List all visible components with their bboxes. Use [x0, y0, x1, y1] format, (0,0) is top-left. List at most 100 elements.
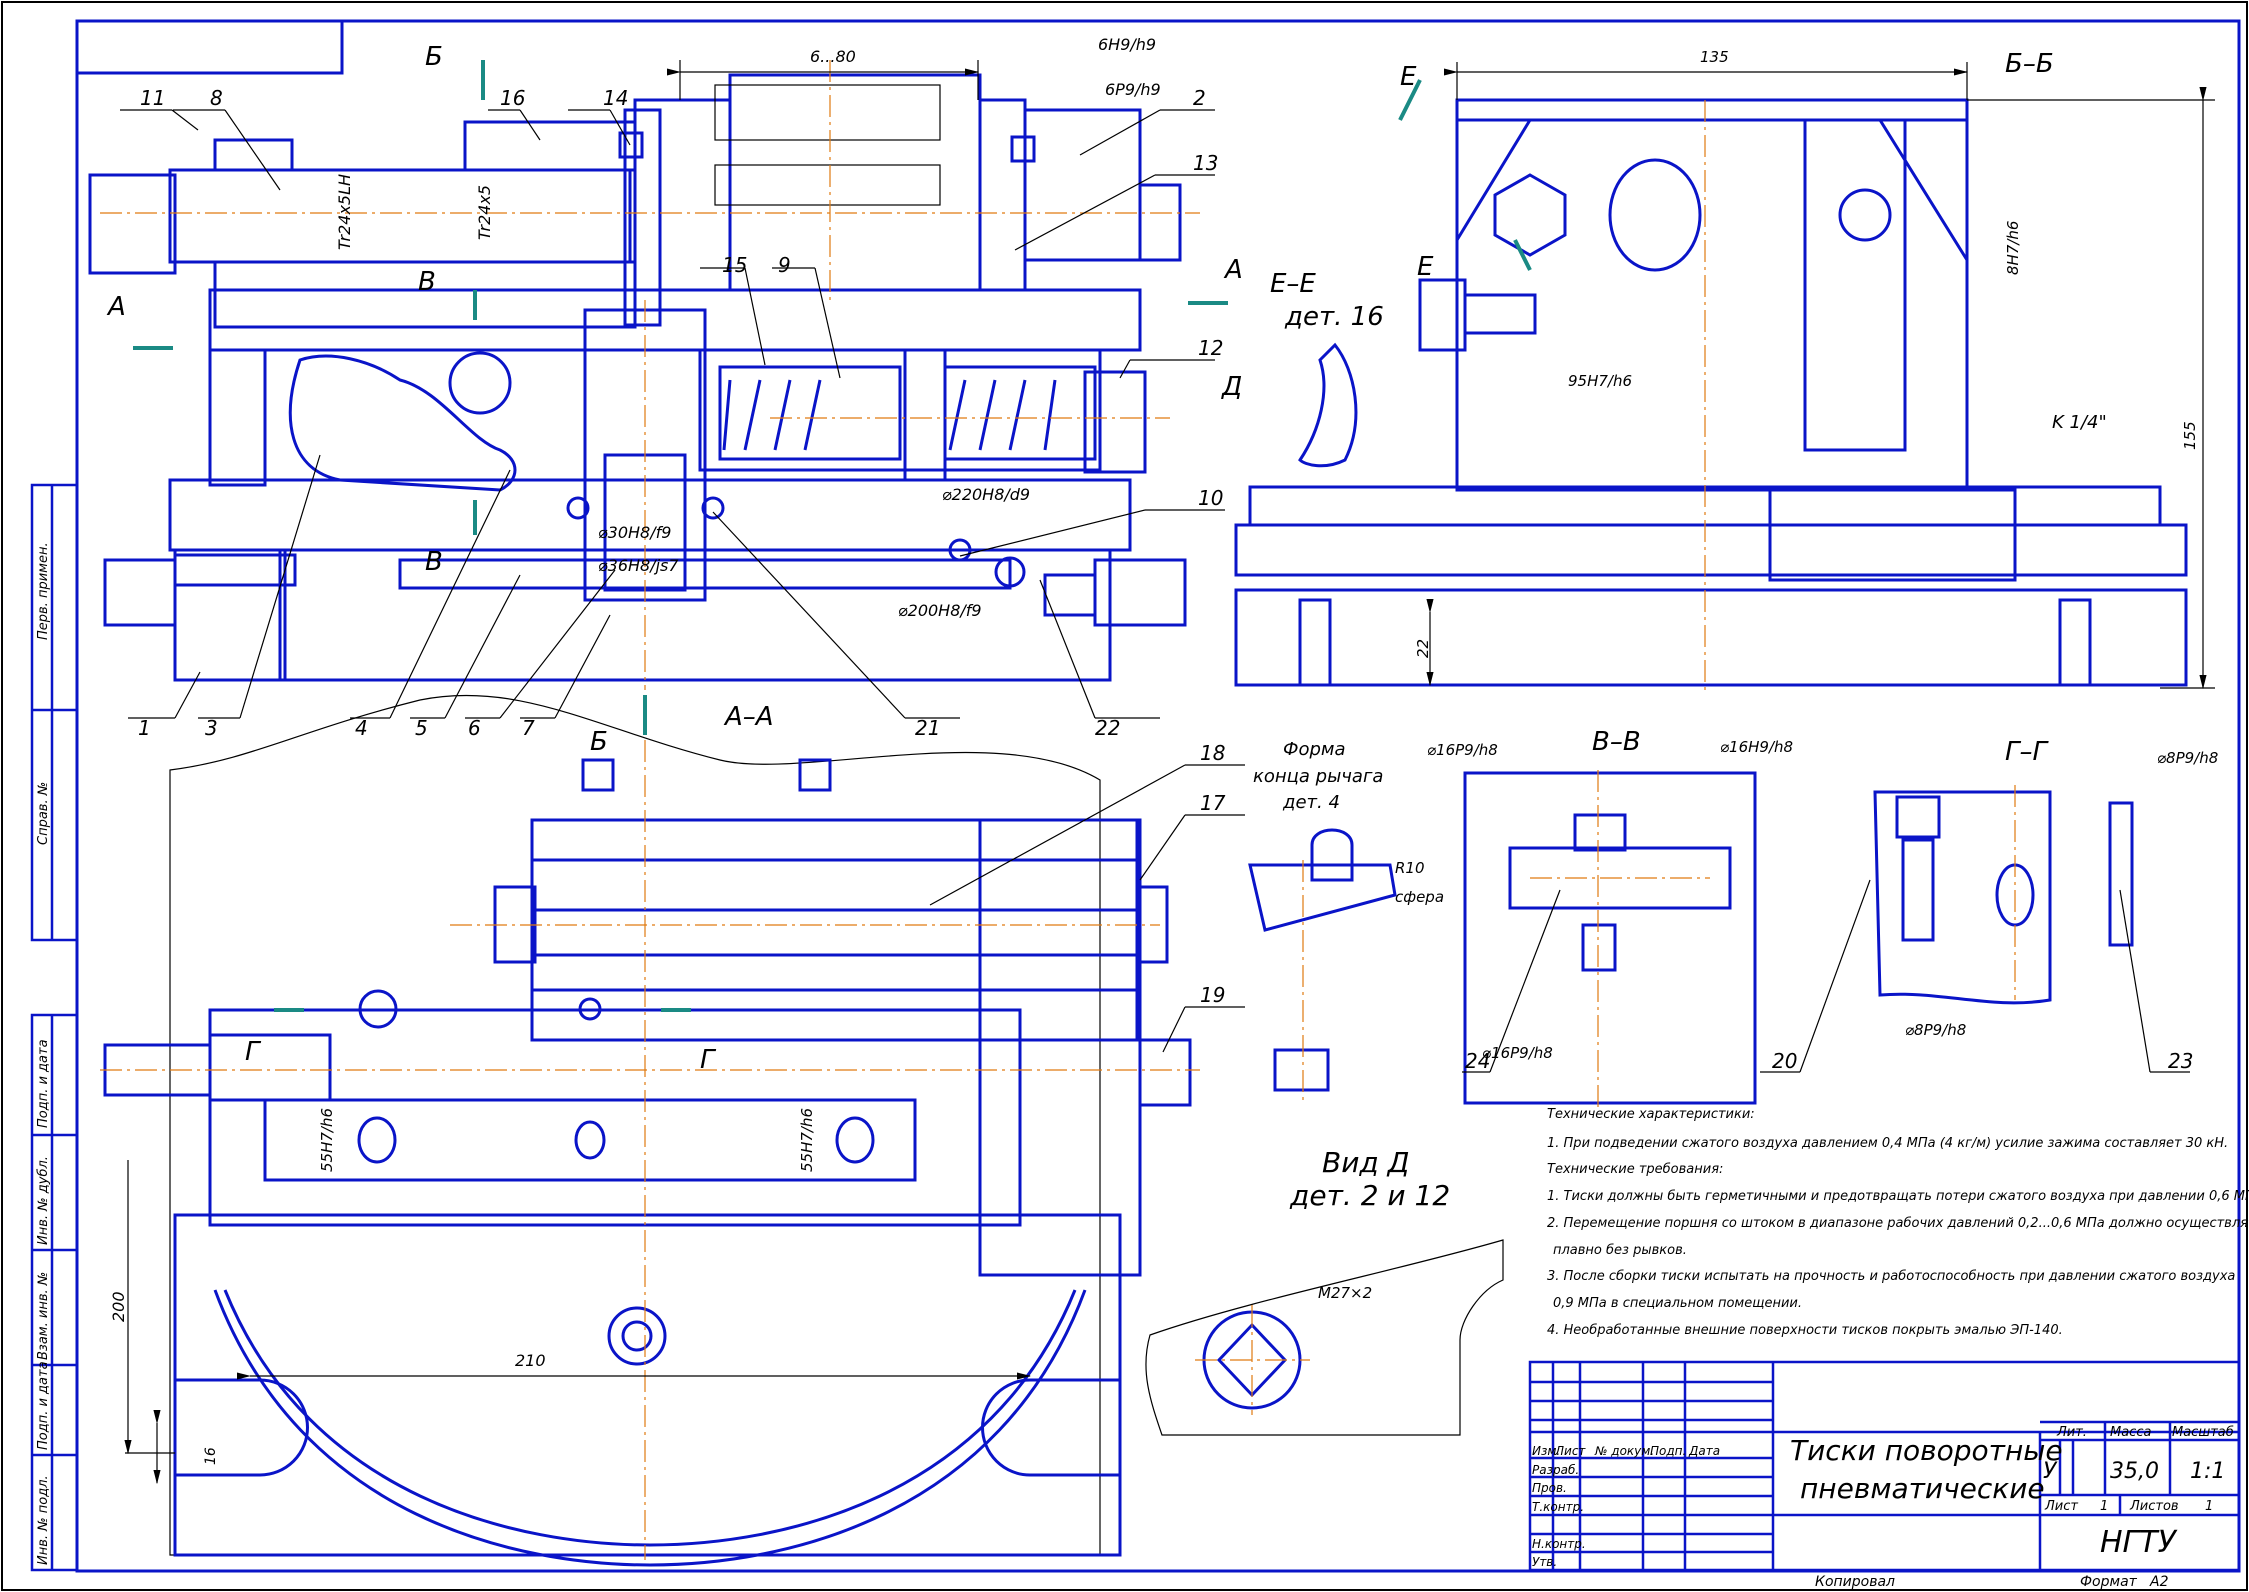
dim-fit-55-a: 55H7/h6: [318, 1108, 336, 1172]
dim-210: 210: [515, 1351, 546, 1370]
part-number-18: 18: [1200, 741, 1225, 765]
dim-fit-key2: 6P9/h9: [1105, 80, 1161, 99]
tb-sheet-label: Лист: [2044, 1499, 2078, 1514]
lever-end-view: [1248, 828, 1397, 1100]
notes-req-heading: Технические требования:: [1547, 1162, 1723, 1177]
tb-lit-label: Лит.: [2056, 1425, 2087, 1440]
dim-fit-d220: ⌀220H8/d9: [942, 485, 1030, 504]
part-leaders: [120, 109, 2190, 1073]
part-number-21: 21: [915, 716, 940, 740]
part-number-11: 11: [140, 86, 165, 110]
dim-thread: Tr24x5: [475, 185, 494, 240]
cut-mark-g-right: Г: [700, 1045, 717, 1075]
tb-sheets-label: Листов: [2129, 1499, 2179, 1514]
dim-thread-m27: M27×2: [1318, 1284, 1372, 1302]
organization-label: НГТУ: [2100, 1525, 2178, 1560]
side-stamp: [30, 483, 79, 1572]
dim-fit-55-b: 55H7/h6: [798, 1108, 816, 1172]
part-number-3: 3: [205, 716, 218, 740]
notes-req-3b: 0,9 МПа в специальном помещении.: [1553, 1296, 1802, 1311]
drawing-title-line2: пневматические: [1800, 1472, 2045, 1505]
view-d-title: Вид Д: [1322, 1146, 1410, 1179]
cut-mark-b-mid: Б: [590, 727, 608, 757]
dim-fit-d30: ⌀30H8/f9: [598, 523, 671, 542]
dim-fit-16p9-a: ⌀16P9/h8: [1427, 741, 1498, 759]
tb-scale-label: Масштаб: [2172, 1425, 2234, 1440]
section-gg-view: [1873, 785, 2134, 1005]
section-aa-title: А–А: [723, 702, 774, 732]
part-number-10: 10: [1198, 486, 1223, 510]
side-stamp-orig-inv: Инв. № подл.: [36, 1475, 51, 1565]
tb-sheet-value: 1: [2100, 1499, 2108, 1514]
section-vv-title: В–В: [1592, 727, 1641, 757]
cut-mark-b-top: Б: [425, 42, 443, 72]
part-number-15: 15: [722, 253, 747, 277]
tb-header-list: Лист: [1554, 1444, 1586, 1458]
dim-thread-lh: Tr24x5LH: [335, 174, 354, 250]
lever-end-title-1: Форма: [1283, 739, 1346, 760]
tb-lit-value: У: [2043, 1459, 2058, 1484]
dim-fit-16h9: ⌀16H9/h8: [1720, 738, 1793, 756]
view-d: [1145, 1239, 1504, 1436]
lever-end-title-3: дет. 4: [1282, 792, 1340, 813]
section-gg-title: Г–Г: [2005, 737, 2049, 767]
main-section-view: [88, 60, 1228, 735]
dim-sphere: сфера: [1395, 888, 1444, 906]
tb-role-checker: Пров.: [1532, 1481, 1567, 1495]
part-number-8: 8: [210, 86, 223, 110]
notes-req-4: 4. Необработанные внешние поверхности ти…: [1547, 1323, 2063, 1338]
part-number-14: 14: [603, 86, 628, 110]
side-stamp-sign-date-1: Подп. и дата: [36, 1039, 51, 1128]
part-number-6: 6: [468, 716, 481, 740]
format-label: Формат: [2080, 1574, 2138, 1590]
section-ee-title: Е–Е: [1270, 269, 1316, 299]
notes-req-3a: 3. После сборки тиски испытать на прочно…: [1547, 1269, 2235, 1284]
part-number-4: 4: [355, 716, 368, 740]
notes-req-1: 1. Тиски должны быть герметичными и пред…: [1547, 1189, 2249, 1204]
part-number-17: 17: [1200, 791, 1226, 815]
dim-height-155: 155: [2181, 421, 2199, 450]
cut-mark-e-mid: Е: [1417, 252, 1434, 282]
lever-end-title-2: конца рычага: [1253, 766, 1383, 787]
dim-fit-d36: ⌀36H8/js7: [598, 556, 679, 575]
notes-req-2b: плавно без рывков.: [1553, 1243, 1687, 1258]
dim-height-22: 22: [1414, 639, 1432, 658]
part-number-19: 19: [1200, 983, 1225, 1007]
part-number-20: 20: [1772, 1049, 1797, 1073]
part-number-1: 1: [138, 716, 151, 740]
tb-mass-value: 35,0: [2110, 1459, 2159, 1484]
tb-role-tcontrol: Т.контр.: [1532, 1500, 1584, 1514]
cut-mark-a-right: А: [1223, 255, 1243, 285]
section-ee-subtitle: дет. 16: [1284, 302, 1384, 332]
tb-role-approver: Утв.: [1532, 1555, 1557, 1569]
part-number-13: 13: [1193, 151, 1218, 175]
cut-mark-g-left: Г: [245, 1037, 262, 1067]
cut-mark-v-top: В: [418, 267, 436, 297]
notes-req-2a: 2. Перемещение поршня со штоком в диапаз…: [1547, 1216, 2249, 1231]
part-number-16: 16: [500, 86, 525, 110]
side-stamp-first-use: Перв. примен.: [36, 542, 51, 640]
side-stamp-replace-inv: Взам. инв. №: [36, 1272, 51, 1360]
dim-thread-k: K 1/4": [2052, 412, 2107, 433]
dim-fit-95: 95H7/h6: [1568, 372, 1632, 390]
notes-char-1: 1. При подведении сжатого воздуха давлен…: [1547, 1136, 2228, 1151]
tb-sheets-value: 1: [2205, 1499, 2213, 1514]
dim-fit-8p9-b: ⌀8P9/h8: [1905, 1021, 1966, 1039]
part-number-9: 9: [778, 253, 791, 277]
dim-radius: R10: [1395, 859, 1425, 877]
tb-role-developer: Разраб.: [1532, 1463, 1579, 1477]
title-block: [1528, 1360, 2241, 1572]
section-bb-title: Б–Б: [2005, 49, 2054, 79]
tb-mass-label: Масса: [2110, 1425, 2151, 1440]
section-vv-view: [1463, 770, 1757, 1110]
cut-mark-a-left: А: [106, 292, 126, 322]
part-number-7: 7: [522, 716, 535, 740]
format-value: А2: [2149, 1574, 2169, 1590]
copied-label: Копировал: [1815, 1574, 1895, 1590]
part-number-23: 23: [2168, 1049, 2193, 1073]
dim-200: 200: [109, 1291, 128, 1322]
part-number-5: 5: [415, 716, 428, 740]
part-number-2: 2: [1193, 86, 1206, 110]
part-number-22: 22: [1095, 716, 1120, 740]
